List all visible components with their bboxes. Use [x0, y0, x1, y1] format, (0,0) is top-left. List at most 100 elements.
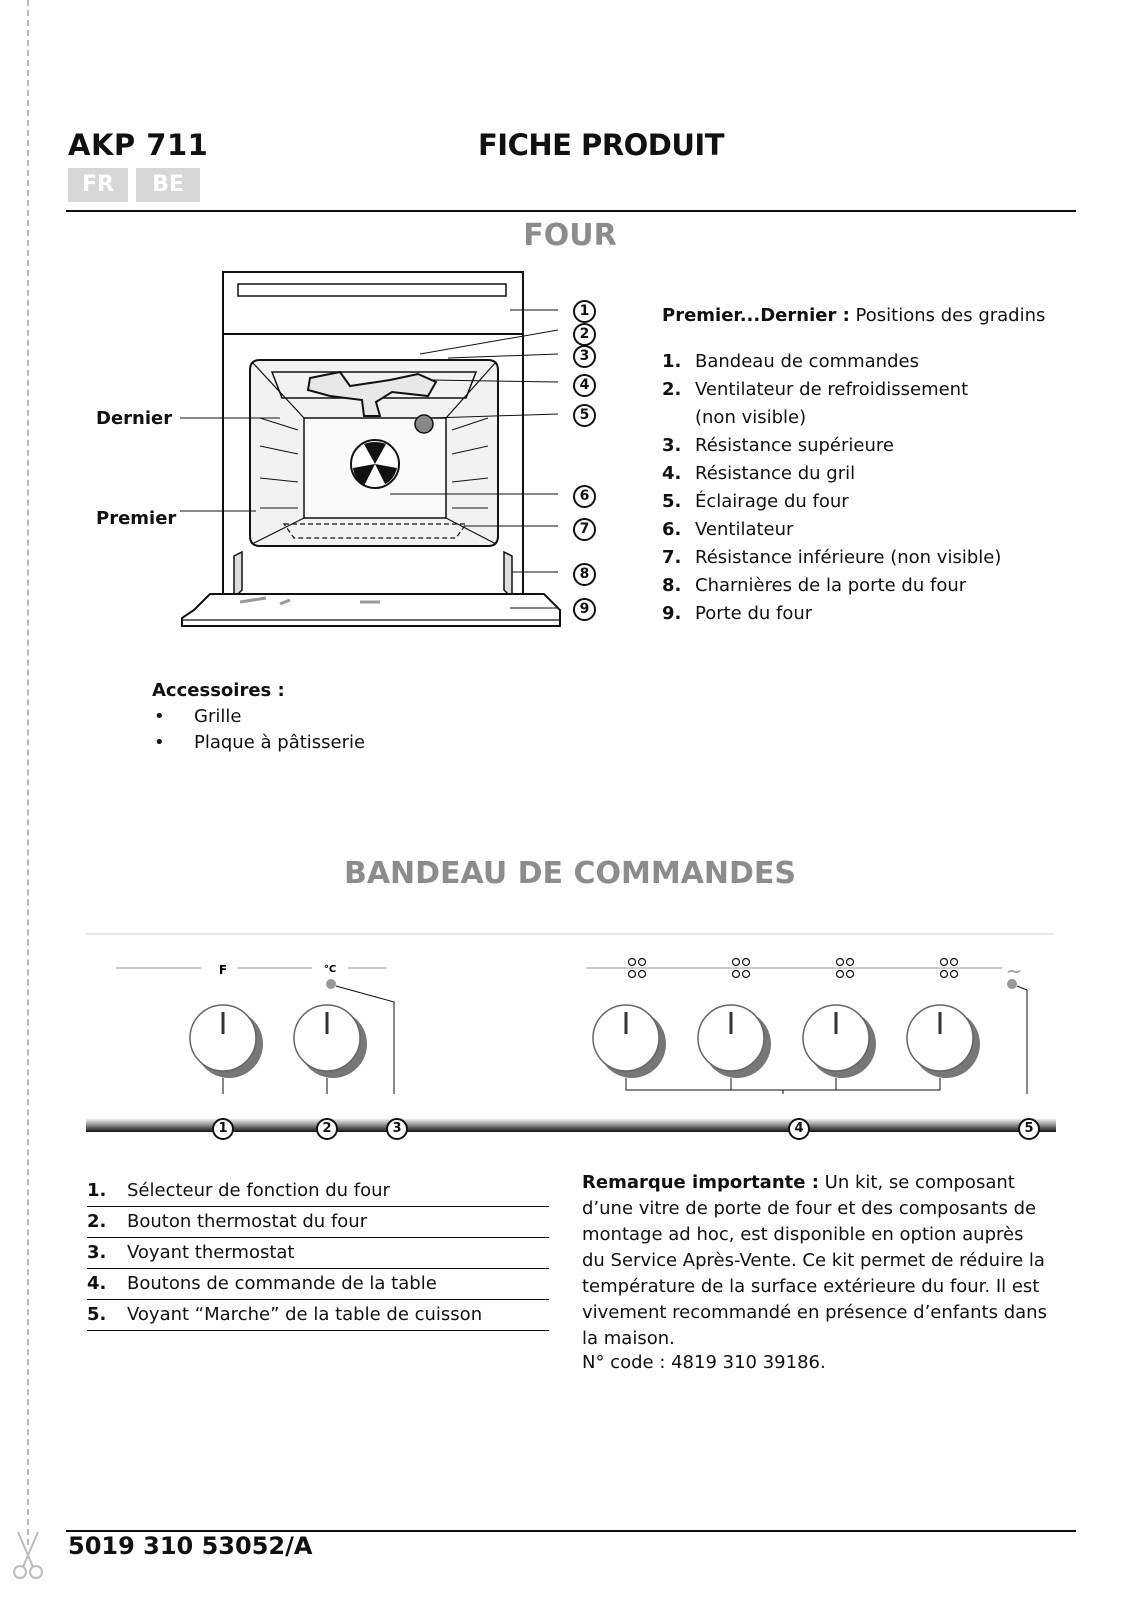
callout-number: 7 — [573, 518, 596, 541]
bullet: • — [154, 706, 165, 727]
list-item: 7. Résistance inférieure (non visible) — [662, 544, 1102, 572]
item-label: (non visible) — [695, 407, 807, 428]
item-number: 4. — [87, 1273, 107, 1294]
kit-code: N° code : 4819 310 39186. — [582, 1352, 826, 1373]
item-number: 9. — [662, 603, 682, 624]
panel-label-wave: ~ — [1006, 959, 1023, 983]
callout-number: 2 — [573, 323, 596, 346]
list-item: 2. Bouton thermostat du four — [87, 1207, 549, 1238]
important-note: Remarque importante : Un kit, se composa… — [582, 1170, 1052, 1352]
item-number: 3. — [662, 435, 682, 456]
knob-icon — [697, 1004, 771, 1078]
knob-icon — [592, 1004, 666, 1078]
document-number: 5019 310 53052/A — [68, 1532, 313, 1560]
item-label: Ventilateur — [695, 519, 794, 540]
callout-number: 9 — [573, 598, 596, 621]
note-text: Un kit, se composant d’une vitre de port… — [582, 1172, 1047, 1349]
accessory-label: Plaque à pâtisserie — [194, 732, 366, 753]
item-label: Bouton thermostat du four — [127, 1211, 368, 1232]
item-number: 2. — [662, 379, 682, 400]
oven-section-title: FOUR — [523, 218, 617, 253]
item-label: Éclairage du four — [695, 491, 849, 512]
item-number: 4. — [662, 463, 682, 484]
item-number: 1. — [662, 351, 682, 372]
oven-legend: Premier...Dernier : Positions des gradin… — [662, 302, 1102, 628]
callout-number: 1 — [573, 300, 596, 323]
item-number: 3. — [87, 1242, 107, 1263]
panel-label-f: F — [219, 963, 227, 977]
item-label: Charnières de la porte du four — [695, 575, 967, 596]
accessories: Accessoires : • Grille • Plaque à pâtiss… — [152, 678, 365, 756]
knob-icon — [293, 1004, 367, 1078]
cut-line — [27, 0, 29, 1545]
list-item: 9. Porte du four — [662, 600, 1102, 628]
callout-number: 3 — [386, 1118, 408, 1140]
callout-number: 5 — [1018, 1118, 1040, 1140]
note-heading: Remarque importante : — [582, 1172, 819, 1193]
bullet: • — [154, 732, 165, 753]
legend-heading-text: Positions des gradins — [855, 305, 1046, 326]
rack-label-bottom: Premier — [96, 508, 177, 529]
item-label: Voyant thermostat — [127, 1242, 295, 1263]
accessory-label: Grille — [194, 706, 242, 727]
list-item: 1. Sélecteur de fonction du four — [87, 1176, 549, 1207]
knob-icon — [802, 1004, 876, 1078]
item-label: Sélecteur de fonction du four — [127, 1180, 390, 1201]
callout-number: 5 — [573, 404, 596, 427]
legend-heading-bold: Premier...Dernier : — [662, 305, 850, 326]
item-label: Ventilateur de refroidissement — [695, 379, 969, 400]
rack-label-top: Dernier — [96, 408, 173, 429]
list-item: 3. Résistance supérieure — [662, 432, 1102, 460]
power-indicator-icon — [1007, 979, 1017, 989]
item-number: 6. — [662, 519, 682, 540]
knob-icon — [189, 1004, 263, 1078]
footer-rule — [66, 1530, 1076, 1532]
item-number: 5. — [87, 1304, 107, 1325]
item-number: 8. — [662, 575, 682, 596]
list-item: 8. Charnières de la porte du four — [662, 572, 1102, 600]
legend-heading: Premier...Dernier : Positions des gradin… — [662, 302, 1102, 330]
list-item: 4. Résistance du gril — [662, 460, 1102, 488]
model-name: AKP 711 — [68, 128, 209, 162]
thermostat-indicator-icon — [326, 979, 336, 989]
item-number — [662, 404, 695, 432]
callout-number: 6 — [573, 485, 596, 508]
scissors-icon — [13, 1531, 43, 1579]
item-label: Résistance supérieure — [695, 435, 894, 456]
list-item: 5. Voyant “Marche” de la table de cuisson — [87, 1300, 549, 1331]
lang-badge-be: BE — [136, 168, 200, 202]
header-rule — [66, 210, 1076, 212]
item-number: 1. — [87, 1180, 107, 1201]
item-label: Bandeau de commandes — [695, 351, 919, 372]
list-item: (non visible) — [662, 404, 1102, 432]
callout-number: 2 — [316, 1118, 338, 1140]
list-item: 5.Éclairage du four — [662, 488, 1102, 516]
list-item: • Plaque à pâtisserie — [152, 730, 365, 756]
item-label: Résistance du gril — [695, 463, 856, 484]
control-section-title: BANDEAU DE COMMANDES — [343, 856, 797, 891]
item-number: 2. — [87, 1211, 107, 1232]
lang-badge-fr: FR — [68, 168, 128, 202]
list-item: 3. Voyant thermostat — [87, 1238, 549, 1269]
list-item: 1. Bandeau de commandes — [662, 348, 1102, 376]
callout-number: 3 — [573, 345, 596, 368]
control-legend: 1. Sélecteur de fonction du four 2. Bouton … — [87, 1176, 549, 1331]
list-item: • Grille — [152, 704, 365, 730]
callout-number: 4 — [788, 1118, 810, 1140]
accessories-title: Accessoires : — [152, 680, 285, 701]
page-title: FICHE PRODUIT — [478, 128, 725, 162]
list-item: 4. Boutons de commande de la table — [87, 1269, 549, 1300]
callout-number: 8 — [573, 563, 596, 586]
knob-icon — [906, 1004, 980, 1078]
burner-layout-icon — [627, 957, 959, 979]
callout-number: 4 — [573, 374, 596, 397]
item-label: Voyant “Marche” de la table de cuisson — [127, 1304, 483, 1325]
list-item: 6. Ventilateur — [662, 516, 1102, 544]
item-number: 7. — [662, 547, 682, 568]
item-label: Résistance inférieure (non visible) — [695, 547, 1002, 568]
panel-label-c: °C — [324, 964, 336, 975]
item-label: Porte du four — [695, 603, 813, 624]
callout-number: 1 — [212, 1118, 234, 1140]
list-item: 2. Ventilateur de refroidissement — [662, 376, 1102, 404]
item-label: Boutons de commande de la table — [127, 1273, 437, 1294]
